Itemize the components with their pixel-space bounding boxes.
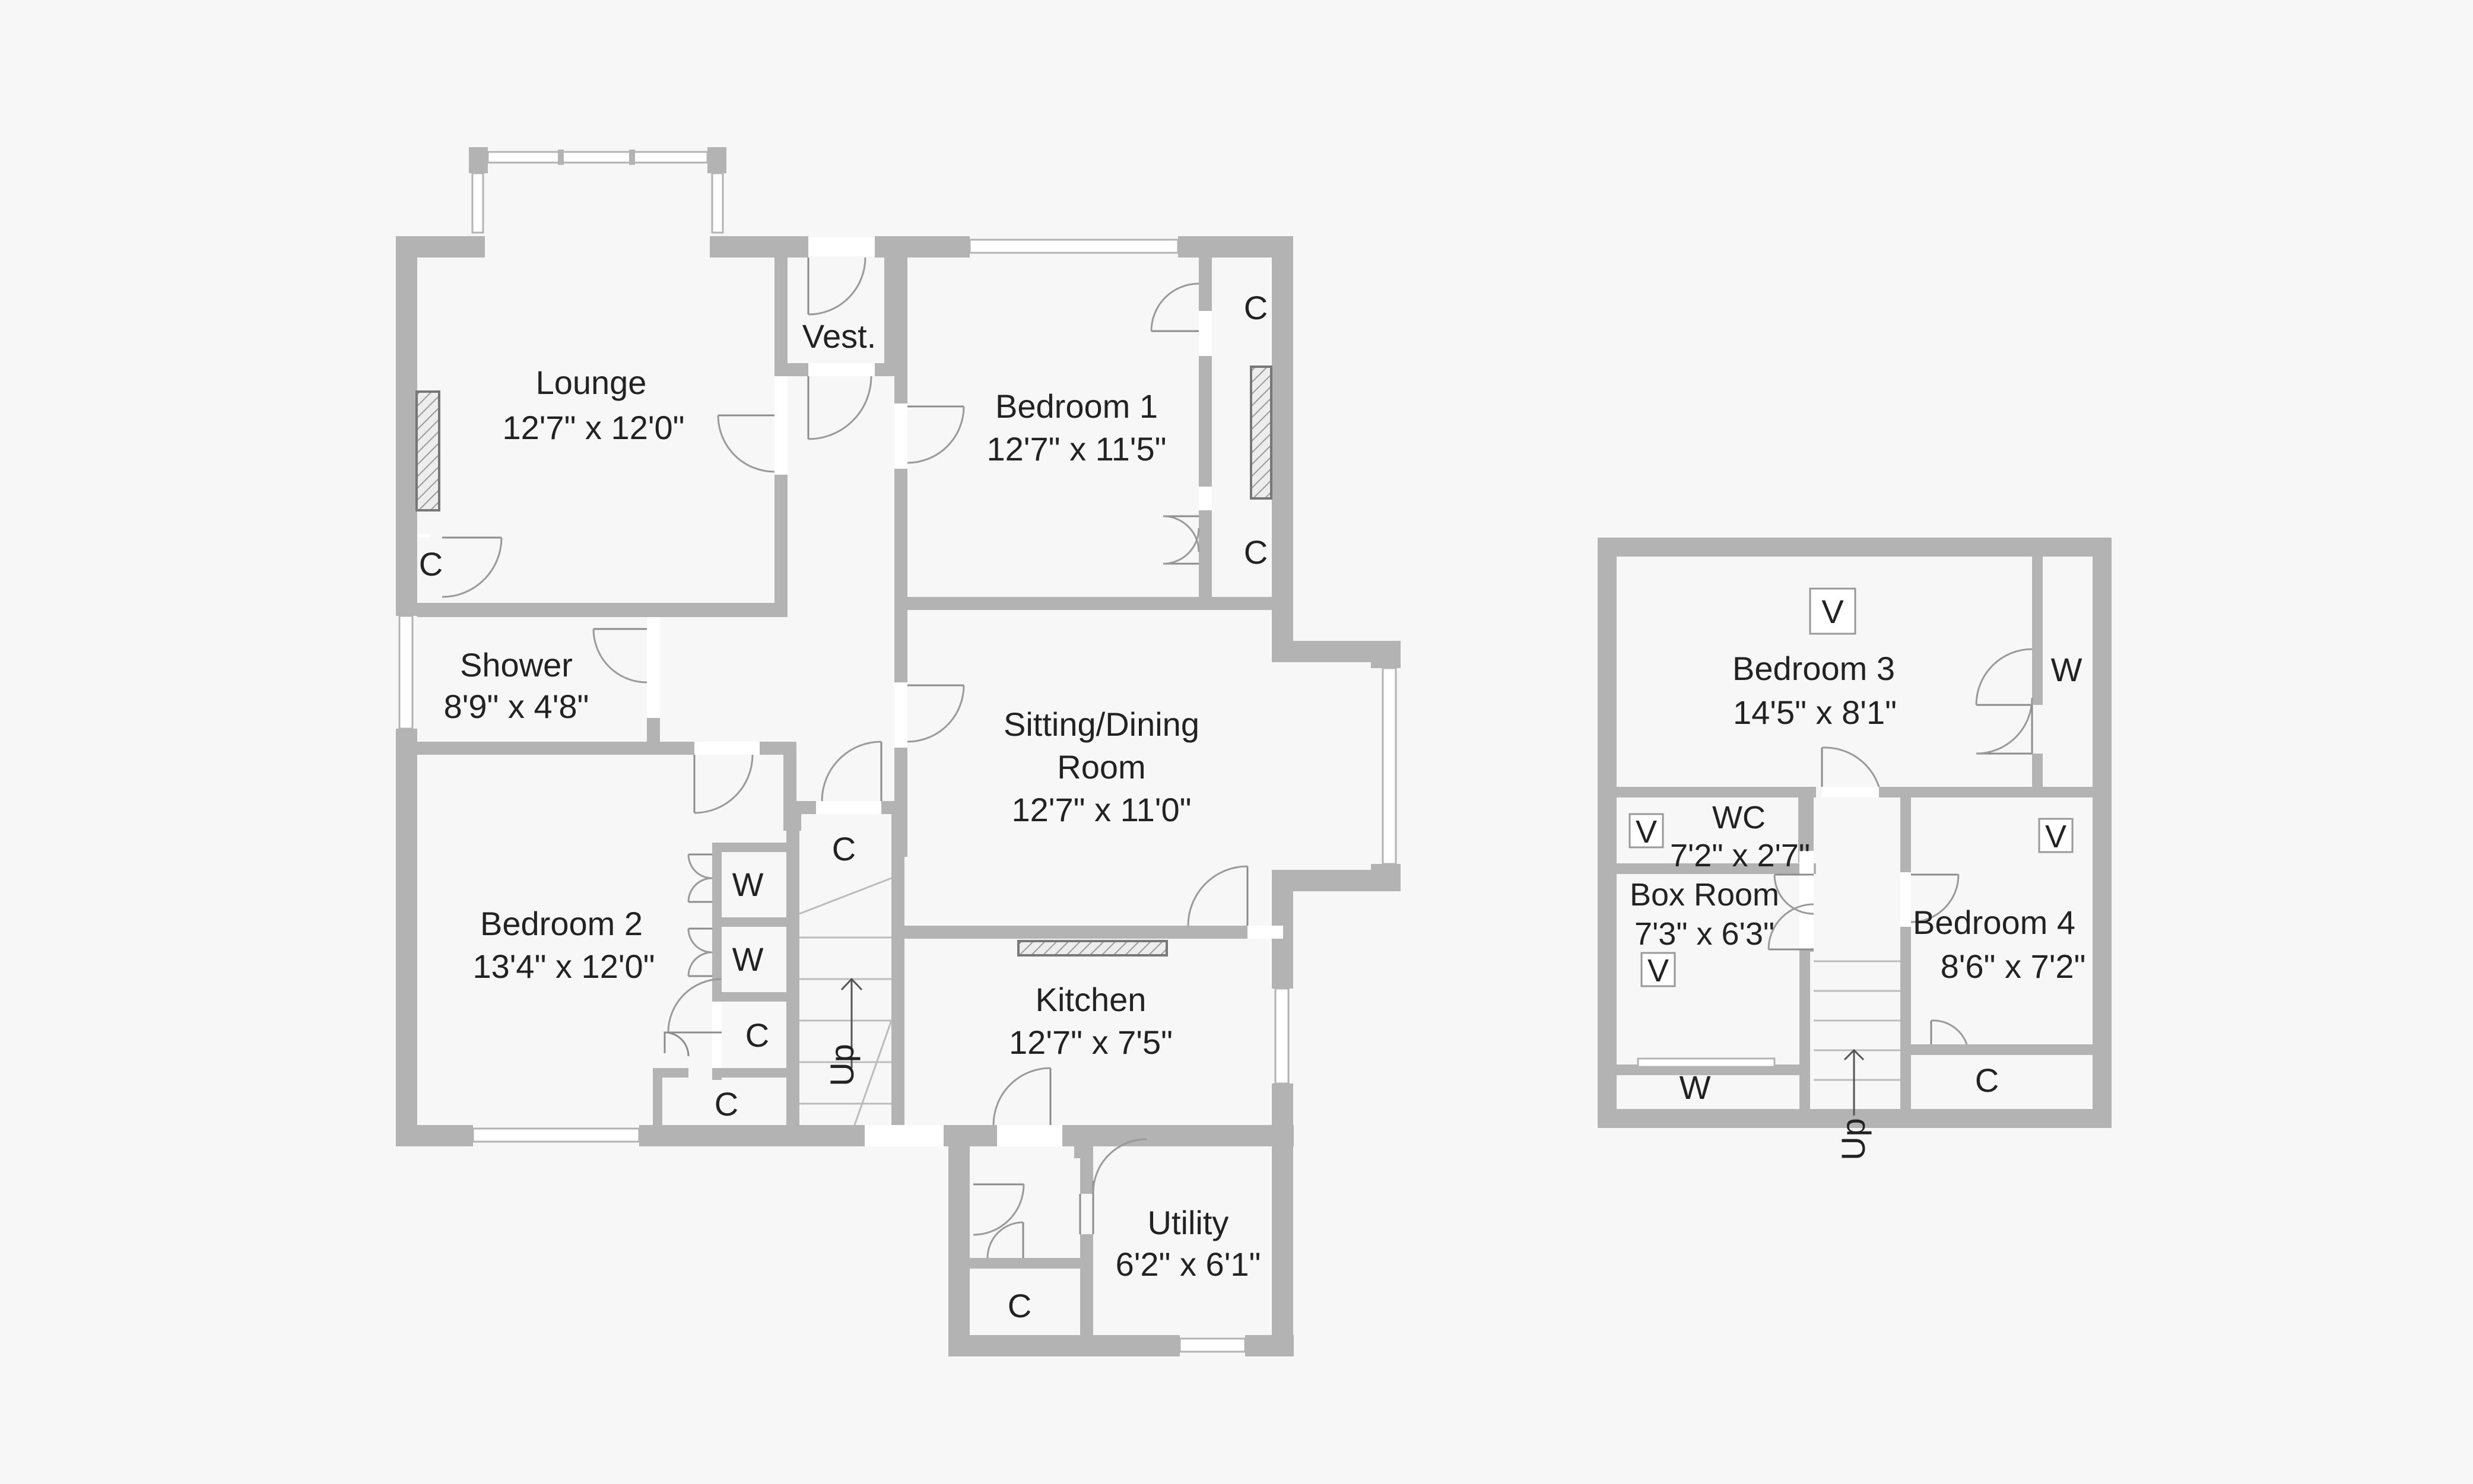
lounge-bay-window	[469, 147, 726, 234]
ground-outer-walls	[396, 236, 1401, 1356]
first-doors	[1637, 648, 2033, 1068]
first-labels: V Bedroom 3 14'5" x 8'1" W V WC 7'2" x 2…	[1630, 593, 2085, 1161]
lounge-fireplace	[415, 390, 440, 511]
ground-floor: Lounge 12'7" x 12'0" Vest. Bedroom 1 12'…	[396, 147, 1401, 1356]
first-outer-walls	[1598, 538, 2112, 1128]
velux-windows	[1628, 587, 2074, 987]
vestibule-name: Vest.	[802, 317, 877, 355]
bedroom-4-name: Bedroom 4	[1913, 904, 2075, 941]
bedroom1-fireplace	[1250, 366, 1272, 500]
kitchen-size: 12'7" x 7'5"	[1009, 1024, 1173, 1061]
ground-doors	[417, 237, 1283, 1259]
bedroom-4-size: 8'6" x 7'2"	[1941, 948, 2086, 985]
sitting-dining-name-2: Room	[1057, 748, 1145, 786]
bedroom2-wardrobe-1: W	[732, 866, 764, 903]
ground-stairs	[799, 877, 893, 1126]
lounge-cupboard: C	[419, 545, 443, 583]
bedroom-4-velux: V	[2045, 819, 2066, 854]
bedroom2-wardrobe-2: W	[732, 940, 764, 978]
bedroom-3-wardrobe: W	[2051, 651, 2082, 688]
wc-name: WC	[1712, 800, 1766, 835]
wc-size: 7'2" x 2'7"	[1670, 838, 1810, 873]
sitting-dining-size: 12'7" x 11'0"	[1012, 791, 1192, 828]
box-room-wardrobe: W	[1680, 1069, 1711, 1106]
ground-stairs-label: Up	[823, 1044, 861, 1086]
sitting-dining-name-1: Sitting/Dining	[1004, 706, 1199, 743]
first-floor: V Bedroom 3 14'5" x 8'1" W V WC 7'2" x 2…	[1598, 538, 2112, 1161]
hall-cupboard: C	[832, 830, 856, 867]
lounge-size: 12'7" x 12'0"	[502, 409, 684, 446]
kitchen-name: Kitchen	[1036, 981, 1147, 1018]
bedroom-3-velux: V	[1821, 593, 1844, 630]
wc-velux: V	[1636, 814, 1657, 850]
box-room-velux: V	[1647, 953, 1669, 989]
bedroom1-cupboard-bottom: C	[1244, 533, 1268, 571]
box-room-name: Box Room	[1630, 877, 1779, 913]
bedroom-4-cupboard: C	[1975, 1062, 1999, 1099]
first-stairs	[1814, 960, 1900, 1116]
bedroom-3-size: 14'5" x 8'1"	[1733, 694, 1897, 731]
lounge-name: Lounge	[536, 364, 647, 401]
bedroom-2-size: 13'4" x 12'0"	[472, 948, 655, 985]
bedroom-1-size: 12'7" x 11'5"	[987, 430, 1167, 468]
ground-labels: Lounge 12'7" x 12'0" Vest. Bedroom 1 12'…	[419, 289, 1268, 1324]
bedroom1-cupboard-top: C	[1244, 289, 1268, 326]
shower-name: Shower	[460, 646, 573, 684]
kitchen-worktop	[1017, 940, 1168, 957]
utility-size: 6'2" x 6'1"	[1116, 1245, 1261, 1283]
bedroom-1-name: Bedroom 1	[995, 387, 1158, 425]
utility-name: Utility	[1148, 1204, 1229, 1241]
bedroom2-cupboard-2: C	[715, 1085, 738, 1123]
bedroom-3-name: Bedroom 3	[1732, 650, 1895, 687]
shower-size: 8'9" x 4'8"	[444, 688, 589, 725]
bedroom-2-name: Bedroom 2	[480, 905, 643, 942]
bedroom2-cupboard-1: C	[745, 1016, 769, 1054]
first-stairs-label: Up	[1834, 1118, 1872, 1161]
box-room-size: 7'3" x 6'3"	[1634, 916, 1774, 952]
utility-cupboard: C	[1008, 1287, 1031, 1324]
